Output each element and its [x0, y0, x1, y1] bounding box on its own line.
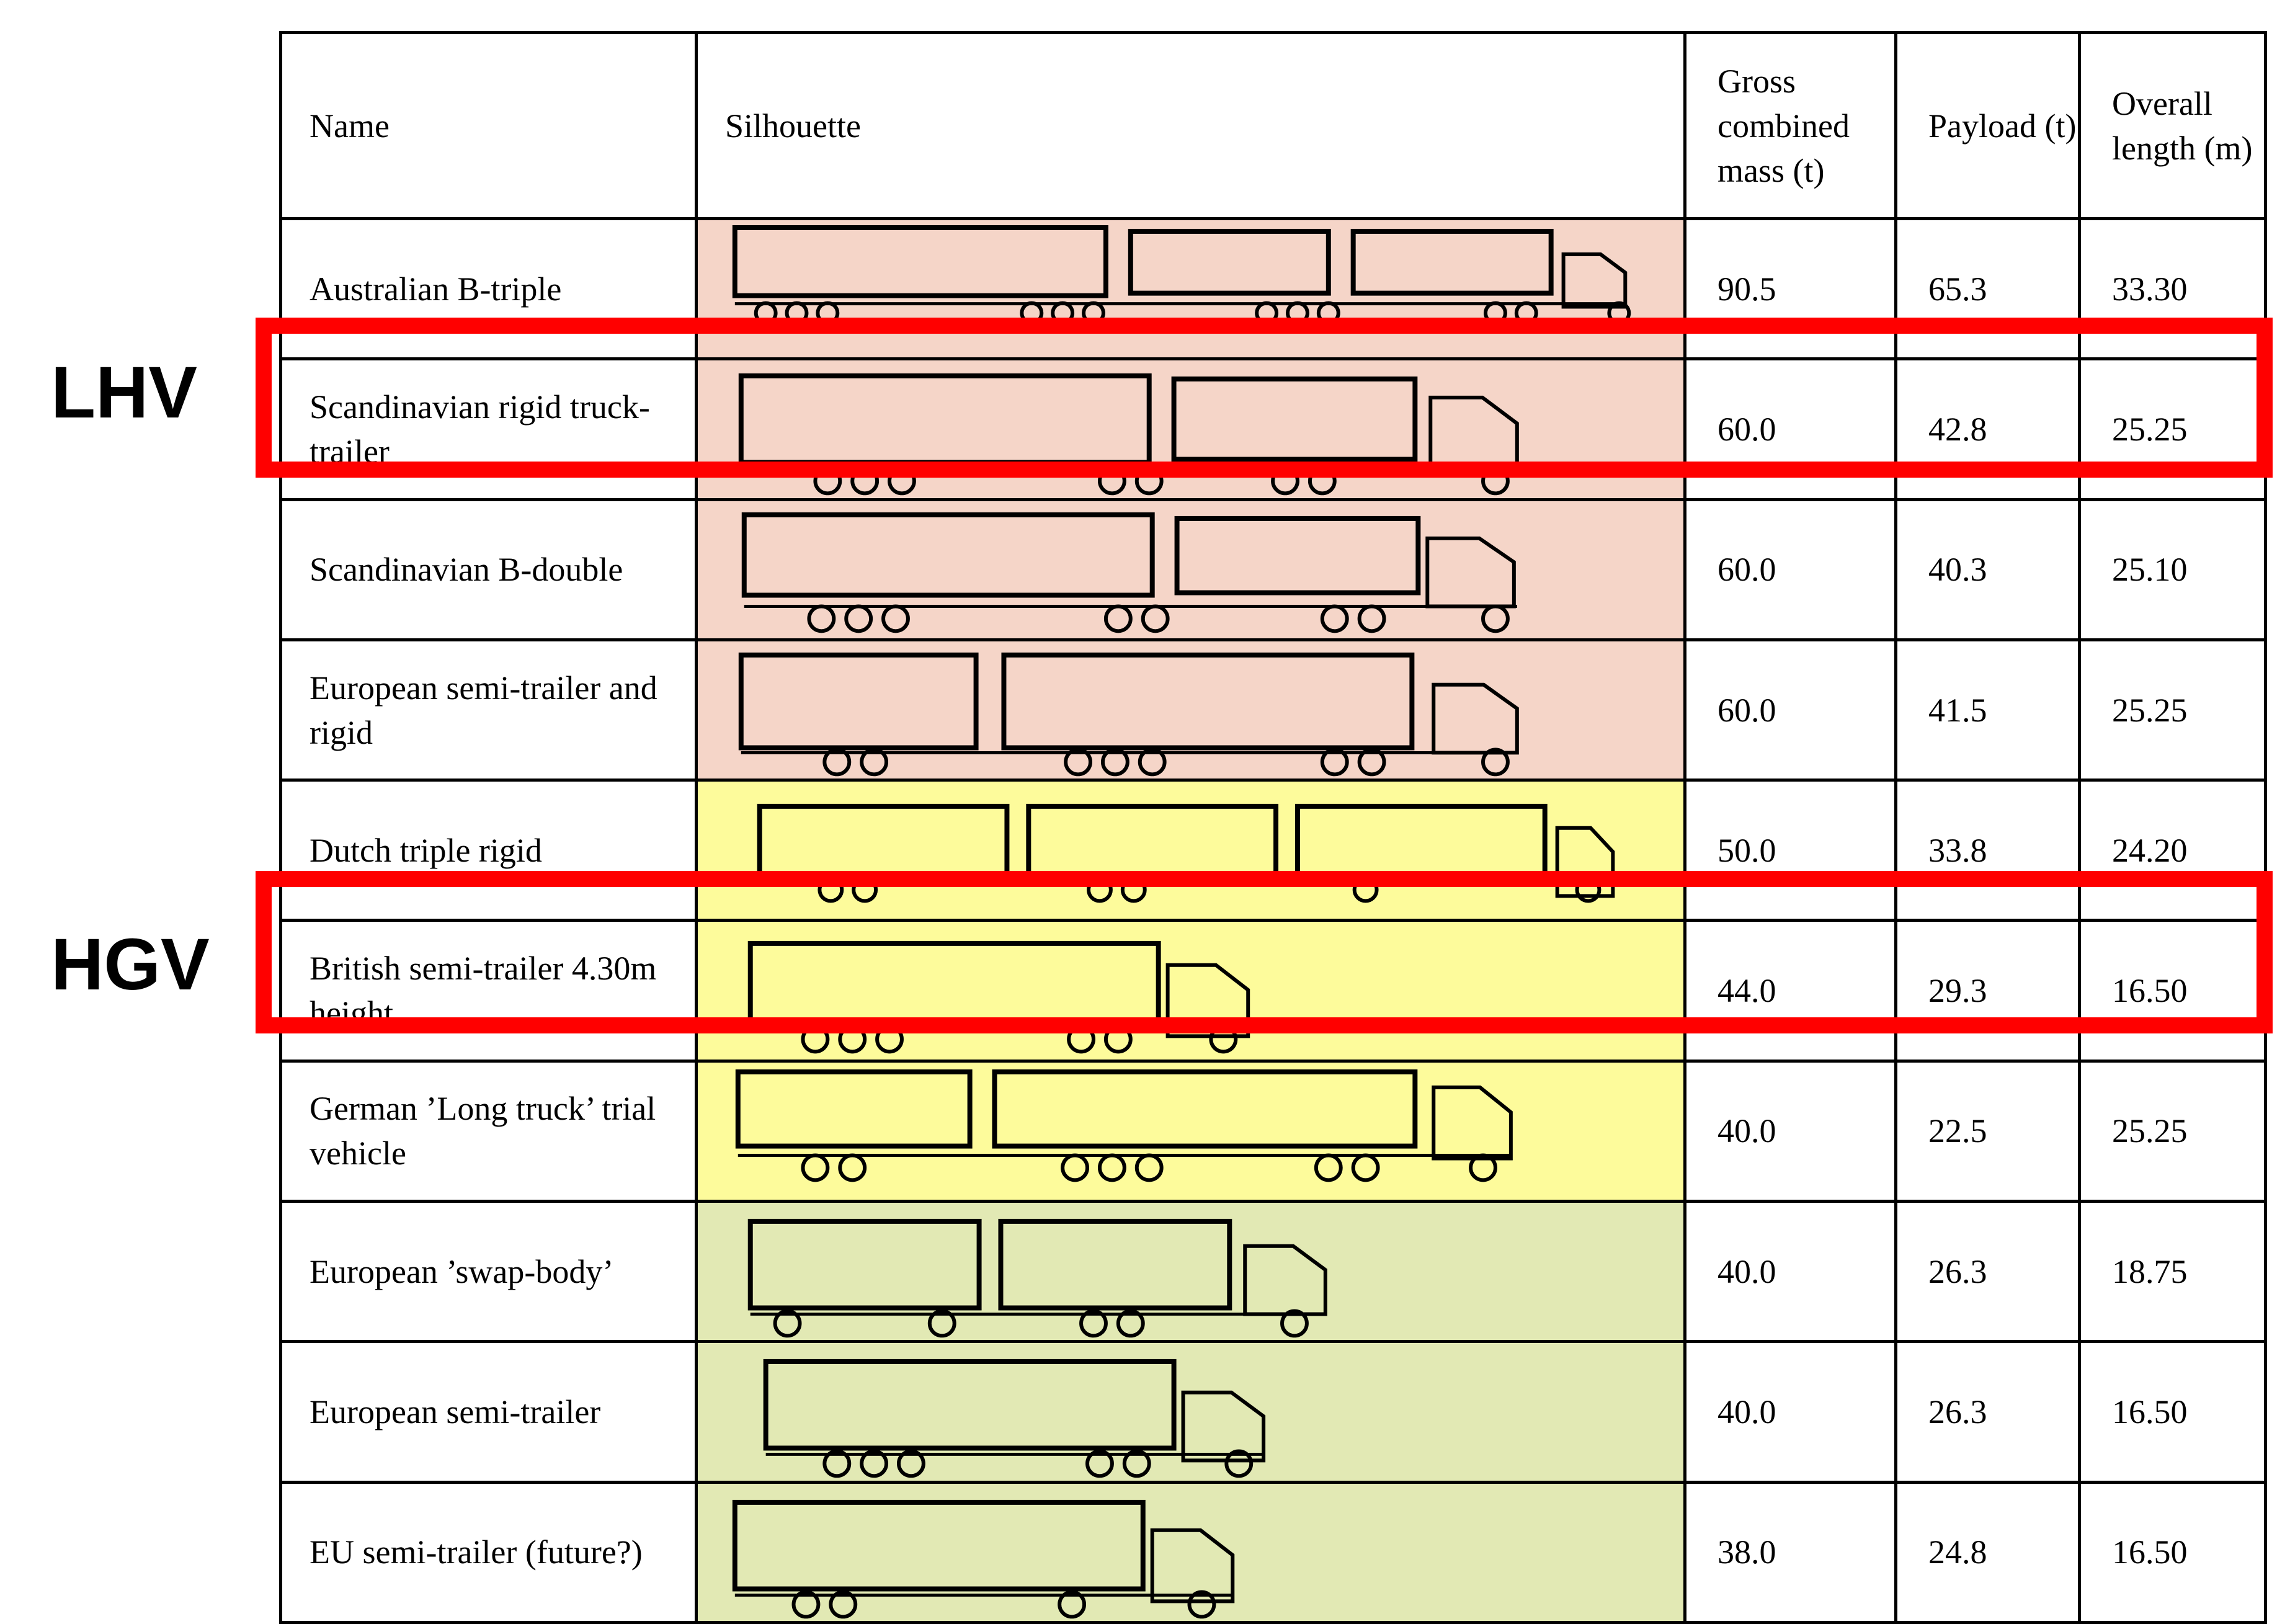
overall-length-value: 16.50: [2078, 1480, 2267, 1624]
silhouette-cell: [695, 1480, 1686, 1624]
header-row: Name Silhouette Gross combined mass (t) …: [279, 31, 2267, 220]
vehicle-name: EU semi-trailer (future?): [279, 1480, 698, 1624]
gross-combined-mass-value: 40.0: [1683, 1059, 1897, 1203]
header-silhouette: Silhouette: [695, 31, 1686, 220]
vehicle-name: British semi-trailer 4.30m height: [279, 919, 698, 1063]
overall-length-value: 25.10: [2078, 497, 2267, 641]
gross-combined-mass-value: 60.0: [1683, 638, 1897, 782]
gross-combined-mass-value: 40.0: [1683, 1340, 1897, 1484]
vehicle-name: Australian B-triple: [279, 216, 698, 361]
lhv-highlight-box: [256, 318, 2273, 478]
header-payload: Payload (t): [1894, 31, 2081, 220]
gross-combined-mass-value: 50.0: [1683, 779, 1897, 922]
vehicle-comparison-table: Name Silhouette Gross combined mass (t) …: [279, 31, 2267, 1624]
silhouette-cell: [695, 638, 1686, 782]
lhv-label: LHV: [51, 352, 197, 434]
payload-value: 65.3: [1894, 216, 2081, 361]
gross-combined-mass-value: 90.5: [1683, 216, 1897, 361]
b-double-icon: [741, 512, 1517, 633]
payload-value: 33.8: [1894, 779, 2081, 922]
silhouette-cell: [695, 1200, 1686, 1344]
gross-combined-mass-value: 44.0: [1683, 919, 1897, 1063]
overall-length-value: 25.25: [2078, 1059, 2267, 1203]
silhouette-cell: [695, 1340, 1686, 1484]
hgv-label: HGV: [51, 924, 210, 1006]
future-semi-trailer-icon: [732, 1499, 1235, 1618]
header-gross-combined-mass: Gross combined mass (t): [1683, 31, 1897, 220]
semi-and-rigid-icon: [738, 652, 1519, 777]
vehicle-name: European semi-trailer and rigid: [279, 638, 698, 782]
header-overall-length: Overall length (m): [2078, 31, 2267, 220]
payload-value: 22.5: [1894, 1059, 2081, 1203]
vehicle-name: German ’Long truck’ trial vehicle: [279, 1059, 698, 1203]
payload-value: 24.8: [1894, 1480, 2081, 1624]
gross-combined-mass-value: 38.0: [1683, 1480, 1897, 1624]
hgv-highlight-box: [256, 871, 2273, 1033]
silhouette-cell: [695, 497, 1686, 641]
payload-value: 26.3: [1894, 1340, 2081, 1484]
overall-length-value: 16.50: [2078, 1340, 2267, 1484]
overall-length-value: 25.25: [2078, 638, 2267, 782]
gross-combined-mass-value: 60.0: [1683, 497, 1897, 641]
silhouette-cell: [695, 1059, 1686, 1203]
vehicle-name: Dutch triple rigid: [279, 779, 698, 922]
swap-body-icon: [747, 1218, 1327, 1338]
payload-value: 26.3: [1894, 1200, 2081, 1344]
header-name: Name: [279, 31, 698, 220]
long-truck-icon: [735, 1069, 1513, 1182]
overall-length-value: 24.20: [2078, 779, 2267, 922]
payload-value: 41.5: [1894, 638, 2081, 782]
vehicle-name: Scandinavian B-double: [279, 497, 698, 641]
semi-trailer-icon: [763, 1359, 1266, 1478]
vehicle-name: European ’swap-body’: [279, 1200, 698, 1344]
payload-value: 29.3: [1894, 919, 2081, 1063]
overall-length-value: 18.75: [2078, 1200, 2267, 1344]
silhouette-cell: [695, 216, 1686, 361]
vehicle-name: European semi-trailer: [279, 1340, 698, 1484]
overall-length-value: 33.30: [2078, 216, 2267, 361]
payload-value: 40.3: [1894, 497, 2081, 641]
gross-combined-mass-value: 40.0: [1683, 1200, 1897, 1344]
silhouette-cell: [695, 779, 1686, 922]
overall-length-value: 16.50: [2078, 919, 2267, 1063]
